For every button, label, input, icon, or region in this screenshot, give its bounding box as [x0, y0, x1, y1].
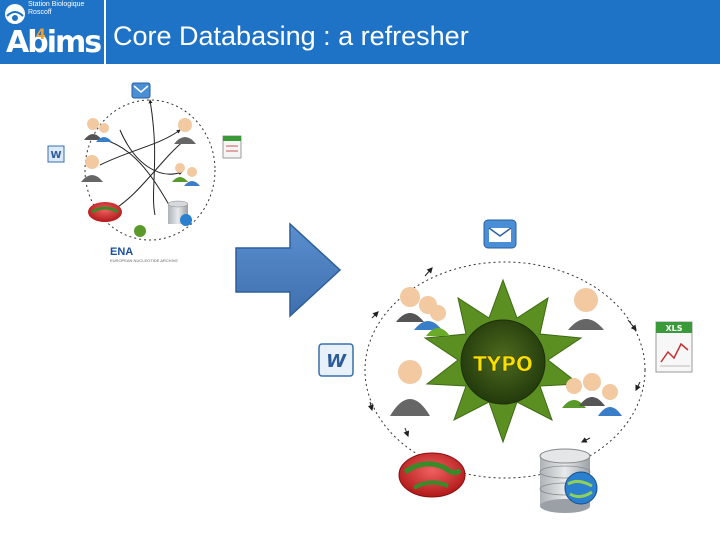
cycle-arrowhead	[403, 427, 410, 438]
header-separator	[104, 0, 106, 64]
user-icon	[174, 118, 196, 144]
typo-label: TYPO	[473, 352, 533, 376]
cycle-arrowhead	[371, 311, 379, 319]
user-group-icon	[562, 373, 622, 416]
ena-icon	[134, 225, 146, 237]
typo-center-circle	[460, 319, 546, 405]
small-link	[119, 129, 183, 175]
user-group-icon	[172, 163, 200, 186]
user-icon	[81, 155, 103, 182]
small-cycle-path	[84, 99, 216, 241]
station-biologique-icon	[5, 4, 25, 24]
logo-superscript: 4	[36, 27, 46, 43]
small-link	[109, 139, 186, 213]
user-group-icon	[84, 118, 112, 142]
cycle-arrowhead	[424, 267, 433, 277]
large-diagram: TYPO W XLS	[318, 219, 693, 513]
large-cycle-path	[364, 261, 646, 479]
sequence-cluster-icon	[398, 452, 466, 498]
word-document-icon: W	[47, 145, 65, 163]
user-group-icon	[396, 287, 450, 336]
word-document-icon: W	[318, 343, 354, 377]
database-icon	[167, 200, 192, 226]
cycle-arrowhead	[367, 401, 374, 412]
user-icon	[390, 360, 430, 416]
cycle-arrowhead	[627, 319, 637, 331]
small-diagram: W	[47, 82, 242, 241]
page-title: Core Databasing : a refresher	[113, 21, 469, 51]
svg-text:W: W	[50, 150, 61, 161]
transition-arrow	[235, 222, 342, 318]
cycle-arrowhead	[635, 381, 641, 392]
spreadsheet-icon	[222, 135, 242, 159]
small-link	[148, 99, 156, 216]
word-letter: W	[326, 351, 347, 372]
email-icon	[131, 82, 151, 99]
user-icon	[568, 288, 604, 330]
spreadsheet-icon: XLS	[655, 321, 693, 373]
ena-sub-label: EUROPEAN NUCLEOTIDE ARCHIVE	[110, 258, 179, 263]
sequence-cluster-icon	[88, 202, 122, 222]
small-link	[99, 129, 181, 166]
cycle-arrowhead	[580, 437, 591, 443]
logo-small-text: Station Biologique Roscoff	[28, 1, 85, 16]
small-link	[104, 139, 176, 216]
database-icon	[539, 448, 598, 513]
logo-wordmark: Abims	[6, 25, 102, 60]
email-icon	[483, 219, 517, 249]
ena-label: ENA	[110, 246, 134, 258]
xls-label: XLS	[665, 324, 682, 333]
